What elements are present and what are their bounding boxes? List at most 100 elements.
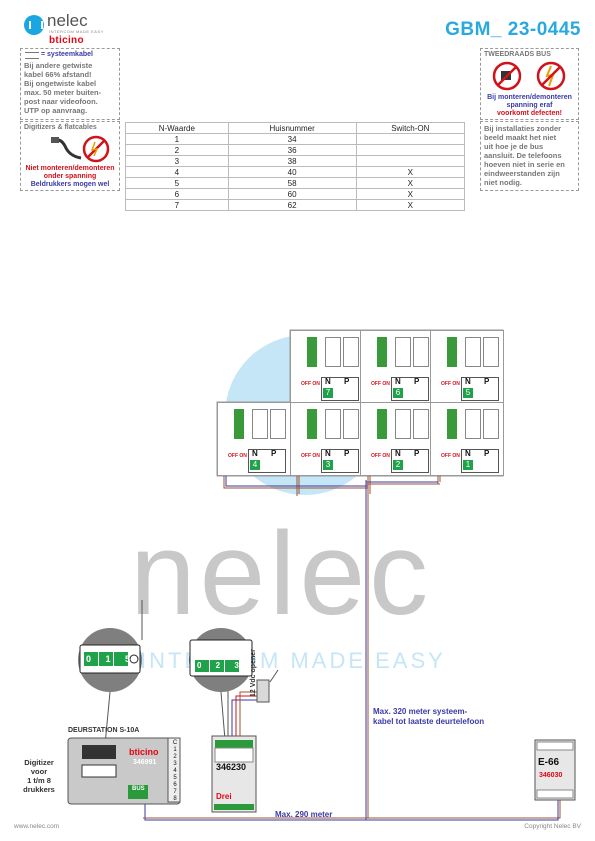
door-station-bus: BUS <box>132 786 145 792</box>
p-label: P <box>484 449 490 458</box>
phone-handset <box>465 409 481 439</box>
note-install-line: niet nodig. <box>484 178 522 187</box>
np-block <box>321 377 359 401</box>
note-install-box: Bij installaties zonder beeld maakt het … <box>480 121 579 191</box>
n-label: N <box>325 377 331 386</box>
np-block <box>461 377 499 401</box>
door-station-title: DEURSTATION S-10A <box>68 727 140 734</box>
phone-terminal <box>377 337 387 367</box>
n-label: N <box>395 377 401 386</box>
terminal-number: 4 <box>173 768 177 774</box>
no-unplug-icons <box>492 61 566 91</box>
note-twowire-warn: voorkomt defecten! <box>497 110 562 117</box>
offon-switch-label: OFF ON <box>301 381 320 387</box>
note-cable-line: Bij ongetwiste kabel <box>24 79 97 88</box>
terminal-number: C <box>172 740 178 746</box>
note-cable-line: kabel 66% afstand! <box>24 70 92 79</box>
door-station-code: 346991 <box>133 759 157 766</box>
document-code: GBM_ 23-0445 <box>445 19 581 40</box>
phone-handset <box>395 337 411 367</box>
note-install-line: aansluit. De telefoons <box>484 151 562 160</box>
n-label: N <box>395 449 401 458</box>
phone-terminal <box>234 409 244 439</box>
n-value-display: 4 <box>250 460 260 470</box>
subbrand-logo: bticino <box>49 35 84 46</box>
digitizer-label-line: Digitizer <box>24 758 54 767</box>
phone-screen <box>413 337 429 367</box>
phone-handset <box>465 337 481 367</box>
phone-screen <box>483 337 499 367</box>
digitizer-label-line: 1 t/m 8 <box>27 776 51 785</box>
offon-switch-label: OFF ON <box>371 381 390 387</box>
note-cable-line: UTP op aanvraag. <box>24 106 88 115</box>
note-cable-title: = systeemkabel <box>41 51 93 58</box>
p-label: P <box>414 449 420 458</box>
note-digitizer-title: Digitizers & flatcables <box>24 124 97 131</box>
p-label: P <box>271 449 277 458</box>
supply-code: E-66 <box>538 757 560 768</box>
n-label: N <box>252 449 258 458</box>
brand-tagline: INTERCOM MADE EASY <box>49 29 104 34</box>
note-digitizer-warn: Niet monteren/demonteren <box>25 165 115 172</box>
note-twowire-warn: spanning eraf <box>506 102 553 109</box>
power-brand: Drei <box>216 792 232 801</box>
terminal-number: 5 <box>173 775 177 781</box>
note-cable-line: Bij andere getwiste <box>24 61 93 70</box>
terminal-strip: C 1 2 3 4 5 6 7 8 <box>171 740 179 803</box>
phone-terminal <box>447 409 457 439</box>
terminal-number: 3 <box>173 761 177 767</box>
terminal-number: 2 <box>173 754 177 760</box>
p-label: P <box>414 377 420 386</box>
watermark-text: nelec <box>130 508 433 640</box>
brand-name: nelec <box>47 11 88 30</box>
phone-screen <box>483 409 499 439</box>
note-twowire-title: TWEEDRAADS BUS <box>484 51 551 58</box>
n-value-display: 3 <box>323 460 333 470</box>
zoom-right-readout: 0 2 3 <box>197 661 245 670</box>
phone-terminal <box>307 337 317 367</box>
note-digitizer-box: Digitizers & flatcables Niet monteren/de… <box>20 121 120 191</box>
footer-website: www.nelec.com <box>14 823 60 830</box>
max320-line: kabel tot laatste deurtelefoon <box>373 717 485 726</box>
opener-label: 12 Vdc opener <box>250 649 257 697</box>
terminal-number: 8 <box>173 796 177 802</box>
phone-screen <box>413 409 429 439</box>
offon-switch-label: OFF ON <box>441 453 460 459</box>
nelec-logo-icon <box>24 15 44 35</box>
cable-icon <box>25 52 39 59</box>
note-cable-line: post naar videofoon. <box>24 97 98 106</box>
offon-switch-label: OFF ON <box>441 381 460 387</box>
phone-handset <box>395 409 411 439</box>
n-label: N <box>325 449 331 458</box>
np-block <box>321 449 359 473</box>
n-label: N <box>465 449 471 458</box>
note-twowire-box: TWEEDRAADS BUS Bij monteren/demonteren s… <box>480 48 579 120</box>
door-opener <box>256 679 270 703</box>
phone-handset <box>252 409 268 439</box>
phone-handset <box>325 337 341 367</box>
power-code: 346230 <box>216 762 247 772</box>
zoom-left-readout: 0 1 5 <box>86 654 137 664</box>
digitizer-label-line: voor <box>30 767 48 776</box>
max290-note: Max. 290 meter <box>275 810 333 819</box>
offon-switch-label: OFF ON <box>371 453 390 459</box>
note-install-line: hoeven niet in serie en <box>484 160 565 169</box>
n-label: N <box>465 377 471 386</box>
p-label: P <box>484 377 490 386</box>
footer-copyright: Copyright Nelec BV <box>524 823 581 830</box>
note-install-line: eindweerstanden zijn <box>484 169 560 178</box>
note-twowire-warn: Bij monteren/demonteren <box>487 94 572 101</box>
n-value-display: 7 <box>323 388 333 398</box>
n-value-display: 5 <box>463 388 473 398</box>
offon-switch-label: OFF ON <box>301 453 320 459</box>
phone-cell: OFF ON N P 5 <box>430 330 504 404</box>
note-digitizer-warn: onder spanning <box>43 173 97 180</box>
